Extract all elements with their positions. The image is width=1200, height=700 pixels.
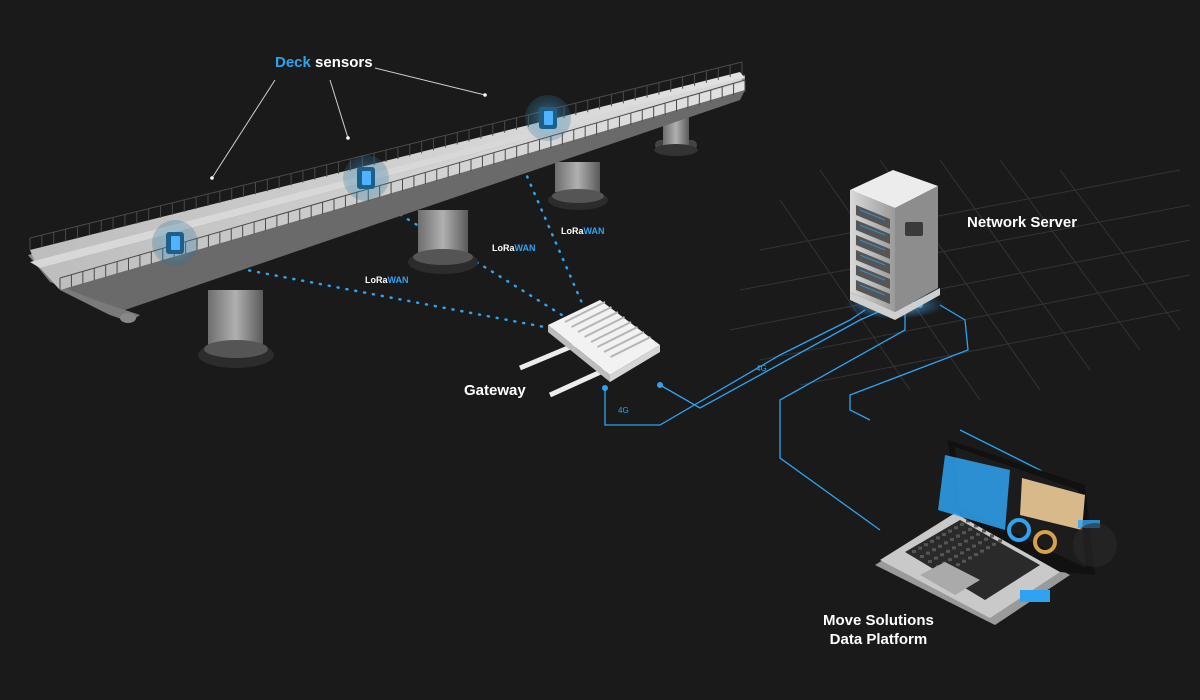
deck-accent-text: Deck <box>275 54 311 71</box>
deck-sensors-label: Deck sensors <box>275 54 373 71</box>
cellular-label: 4G <box>618 406 629 415</box>
gateway-icon <box>519 300 660 398</box>
server-icon <box>845 170 945 320</box>
gateway-label: Gateway <box>464 382 526 399</box>
platform-label-line2: Data Platform <box>829 631 928 648</box>
lora-accent: WAN <box>583 226 605 236</box>
lorawan-label: LoRaWAN <box>365 275 409 285</box>
sensor-icon <box>343 155 389 201</box>
bridge-deck <box>28 72 745 323</box>
lora-accent: WAN <box>387 275 409 285</box>
deck-rest-text: sensors <box>310 54 373 71</box>
lora-prefix: LoRa <box>365 275 388 285</box>
lorawan-label: LoRaWAN <box>561 226 605 236</box>
cellular-label: 4G <box>756 364 767 373</box>
deck-sensor-leaders <box>211 67 486 179</box>
lora-prefix: LoRa <box>561 226 584 236</box>
network-grid <box>729 159 1191 401</box>
data-platform-label: Move Solutions Data Platform <box>823 611 934 649</box>
lora-accent: WAN <box>514 243 536 253</box>
platform-label-line1: Move Solutions <box>823 612 934 629</box>
laptop-icon <box>875 440 1117 625</box>
bridge-piers <box>198 112 698 368</box>
sensor-icon <box>525 95 571 141</box>
network-server-label: Network Server <box>967 214 1078 231</box>
lora-prefix: LoRa <box>492 243 515 253</box>
lorawan-label: LoRaWAN <box>492 243 536 253</box>
sensor-icon <box>152 220 198 266</box>
